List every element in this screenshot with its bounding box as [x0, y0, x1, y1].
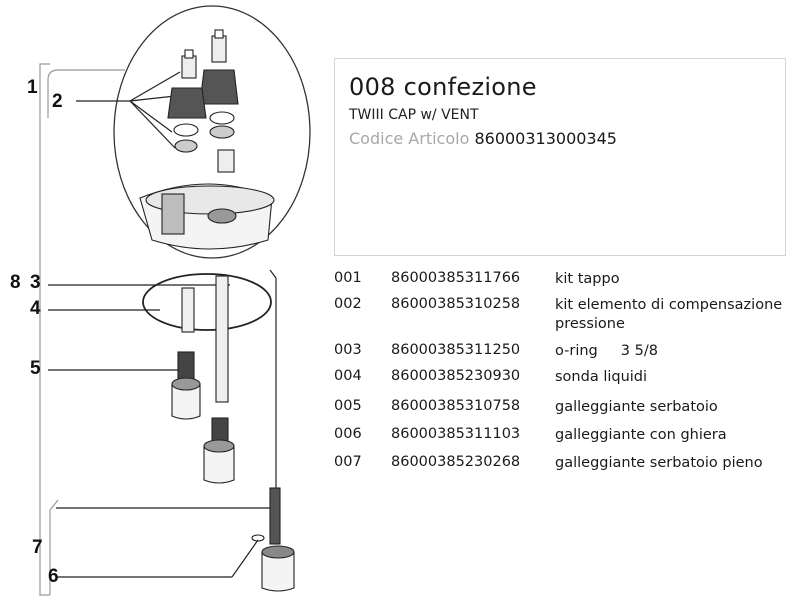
- article-code-row: Codice Articolo 86000313000345: [349, 129, 617, 148]
- callout-4: 4: [30, 298, 41, 319]
- part-number: 001: [334, 270, 362, 286]
- part-number: 002: [334, 296, 362, 312]
- callout-1: 1: [27, 77, 38, 98]
- part-number: 004: [334, 368, 362, 384]
- part-description: sonda liquidi: [555, 369, 648, 385]
- part-number: 005: [334, 398, 362, 414]
- callout-6: 6: [48, 566, 59, 587]
- product-subtitle: TWIII CAP w/ VENT: [349, 107, 479, 123]
- part-number: 006: [334, 426, 362, 442]
- callout-5: 5: [30, 358, 41, 379]
- part-description: galleggiante con ghiera: [555, 427, 727, 443]
- bracket-8: [39, 63, 50, 596]
- part-description: kit elemento di compensazione pressione: [555, 297, 783, 332]
- bracket-1: [47, 69, 125, 118]
- part-code: 86000385230268: [391, 454, 521, 470]
- callout-2: 2: [52, 91, 63, 112]
- bracket-7: [49, 499, 59, 595]
- product-title: 008 confezione: [349, 73, 537, 101]
- part-description: o-ring 3 5/8: [555, 343, 658, 359]
- article-code-value: 86000313000345: [474, 129, 617, 148]
- callout-3: 3: [30, 272, 41, 293]
- part-code: 86000385310258: [391, 296, 521, 312]
- callout-8: 8: [10, 272, 21, 293]
- callout-7: 7: [32, 537, 43, 558]
- o-ring: [142, 273, 272, 331]
- part-code: 86000385310758: [391, 398, 521, 414]
- part-description: galleggiante serbatoio pieno: [555, 455, 763, 471]
- exploded-parts-diagram: [39, 5, 311, 596]
- part-number: 003: [334, 342, 362, 358]
- product-info-box: 008 confezione TWIII CAP w/ VENT Codice …: [334, 58, 786, 256]
- cap-assembly-outline: [113, 5, 311, 259]
- part-description: galleggiante serbatoio: [555, 399, 718, 415]
- part-code: 86000385311250: [391, 342, 521, 358]
- part-description: kit tappo: [555, 271, 620, 287]
- part-code: 86000385311103: [391, 426, 521, 442]
- part-code: 86000385230930: [391, 368, 521, 384]
- article-code-label: Codice Articolo: [349, 129, 470, 148]
- part-number: 007: [334, 454, 362, 470]
- part-code: 86000385311766: [391, 270, 521, 286]
